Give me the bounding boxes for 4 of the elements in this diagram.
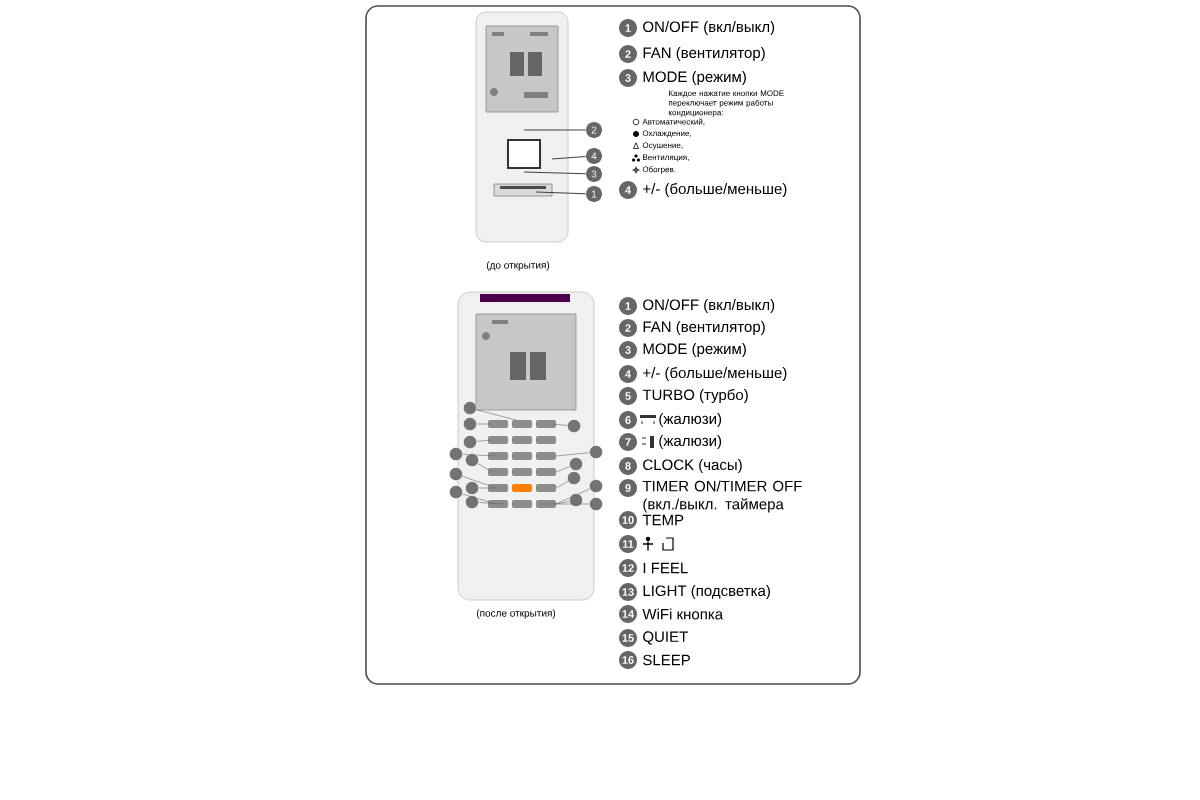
leader-line	[551, 156, 587, 160]
leader-line	[535, 191, 587, 195]
leader-line	[523, 171, 587, 175]
leader-line	[523, 129, 587, 131]
